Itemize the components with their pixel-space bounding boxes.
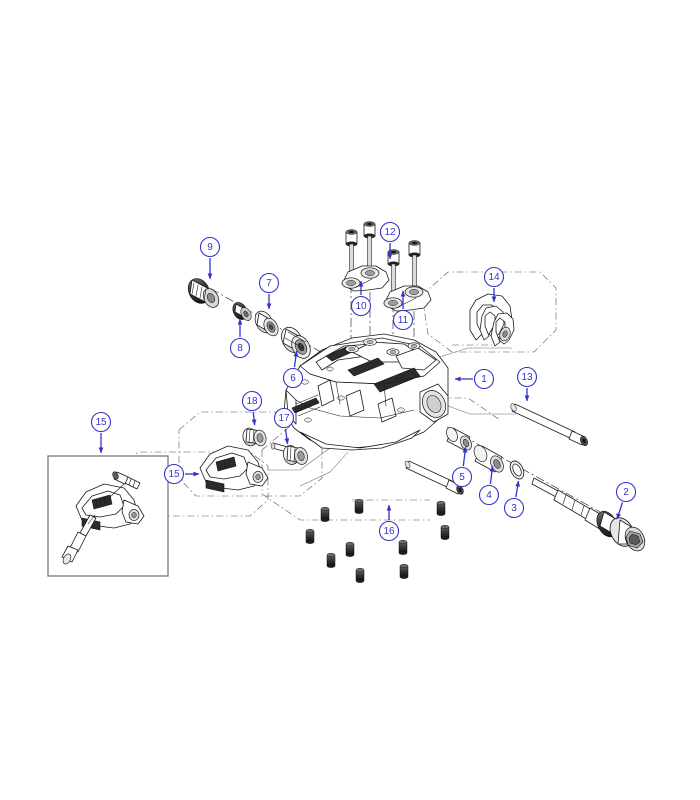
callout-circle-3[interactable] [503, 497, 525, 519]
callout-circle-18[interactable] [241, 390, 263, 412]
callout-circle-9[interactable] [199, 236, 221, 258]
bolt-16 [399, 563, 409, 579]
part-16-bolt-set [305, 498, 450, 583]
part-3-seal-ring [509, 460, 525, 480]
bolt-16 [440, 524, 450, 540]
callout-circle-15b[interactable] [163, 463, 185, 485]
bolt-16 [436, 500, 446, 516]
part-10-clamp-link-upper [341, 265, 390, 292]
callout-circle-15[interactable] [90, 411, 112, 433]
callout-circle-6[interactable] [282, 367, 304, 389]
bolt-16 [326, 552, 336, 568]
inset-lower-bolt [61, 514, 97, 565]
part-7-bearing-race [254, 310, 279, 337]
bolt-16 [354, 498, 364, 514]
part-2-output-shaft [531, 477, 646, 552]
callout-2[interactable]: 2 [615, 481, 637, 520]
callout-circle-11[interactable] [392, 309, 414, 331]
callout-17[interactable]: 17 [273, 407, 295, 445]
part-18-bushing-grommet [242, 427, 267, 447]
callout-leader-2 [616, 502, 624, 520]
callout-circle-8[interactable] [229, 337, 251, 359]
bolt-16 [398, 539, 408, 555]
callout-circle-10[interactable] [350, 295, 372, 317]
bolt-16 [305, 528, 315, 544]
callout-5[interactable]: 5 [451, 446, 473, 488]
callout-circle-17[interactable] [273, 407, 295, 429]
callout-circle-16[interactable] [378, 520, 400, 542]
callout-1[interactable]: 1 [454, 368, 495, 390]
callout-circle-1[interactable] [473, 368, 495, 390]
callout-circle-4[interactable] [478, 484, 500, 506]
part-13-long-pivot-bolt [510, 403, 588, 447]
callout-circle-12[interactable] [379, 221, 401, 243]
callout-leader-18 [251, 411, 257, 426]
bolt-12-a [345, 229, 358, 281]
bolt-16 [320, 506, 330, 522]
part-14-spring-clip-bracket [469, 293, 515, 347]
callout-3[interactable]: 3 [503, 480, 525, 519]
bolt-12-d [408, 240, 421, 292]
callout-leader-17 [284, 428, 290, 445]
part-4-sleeve-bushing-large [473, 445, 504, 473]
callout-15[interactable]: 15 [90, 411, 112, 454]
callout-leader-5 [462, 446, 468, 467]
callout-leader-4 [489, 465, 495, 485]
callout-4[interactable]: 4 [478, 465, 500, 506]
callout-9[interactable]: 9 [199, 236, 221, 280]
callout-13[interactable]: 13 [516, 366, 538, 402]
callout-16[interactable]: 16 [378, 504, 400, 542]
callout-circle-7[interactable] [258, 272, 280, 294]
detail-inset-box [47, 455, 169, 577]
callout-leader-6 [293, 350, 299, 368]
callout-circle-5[interactable] [451, 466, 473, 488]
callout-circle-13[interactable] [516, 366, 538, 388]
part-15-shift-fork-bracket [199, 445, 269, 493]
bolt-16 [345, 541, 355, 557]
callout-8[interactable]: 8 [229, 318, 251, 359]
part-11-clamp-link-lower [383, 285, 432, 312]
callout-7[interactable]: 7 [258, 272, 280, 310]
callout-18[interactable]: 18 [241, 390, 263, 426]
inset-upper-bolt [112, 471, 141, 490]
part-17-grommet-with-pin [270, 442, 308, 465]
part-5-sleeve-bushing-small [446, 427, 472, 451]
part-13-long-pivot-bolt-second [404, 460, 464, 495]
callout-leader-3 [515, 480, 520, 498]
part-9-end-cap-nut [187, 278, 220, 308]
callout-circle-2[interactable] [615, 481, 637, 503]
part-8-spacer-collar [232, 302, 252, 321]
part-1-main-housing [283, 333, 449, 451]
bolt-12-b [363, 221, 376, 275]
callout-circle-14[interactable] [483, 266, 505, 288]
bolt-16 [355, 567, 365, 583]
